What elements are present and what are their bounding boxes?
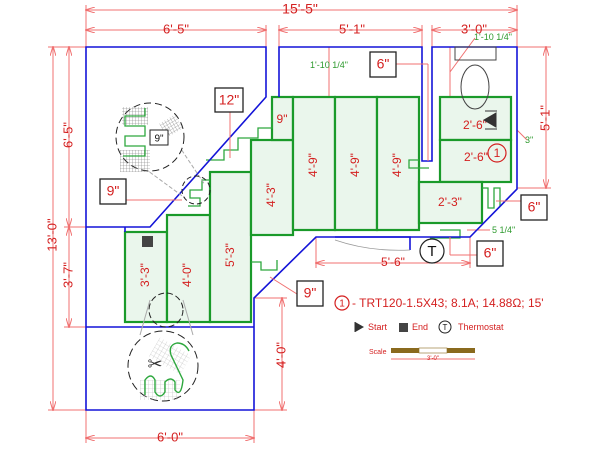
- dim-right-height: 5'-1": [537, 105, 552, 131]
- dimension-labels: 15'-5" 6'-5" 5'-1" 3'-0" 13'-0" 6'-5" 3'…: [44, 1, 552, 445]
- callout-text: 9": [107, 183, 120, 199]
- walls: [85, 46, 518, 411]
- callouts: 12" 9" 6" 6" 6" 9": [99, 51, 548, 307]
- mat-label: 4'-3": [264, 183, 278, 207]
- dim-left-width: 6'-5": [163, 21, 189, 36]
- mat-4-9-b[interactable]: [333, 95, 379, 232]
- detail-circle-bottom: ✂: [127, 292, 199, 402]
- mat-4-9-a[interactable]: [291, 95, 337, 232]
- callout-text: 9": [304, 285, 317, 301]
- dim-right-width: 3'-0": [461, 21, 487, 36]
- mat-label: 4'-9": [348, 153, 362, 177]
- mat-4-0[interactable]: [165, 213, 212, 324]
- dim-left-upper-height: 6'-5": [60, 122, 75, 148]
- callout-box: [476, 240, 504, 267]
- dim-left-height-total: 13'-0": [44, 218, 59, 252]
- legend-thermostat-icon: [438, 320, 452, 334]
- callout-box: [214, 87, 244, 113]
- dim-hall-width: 5'-6": [381, 255, 405, 269]
- dim-left-lower-height: 3'-7": [60, 262, 75, 288]
- callout-text: 6": [377, 56, 390, 72]
- mat-label: 4'-9": [390, 153, 404, 177]
- legend-start-label: Start: [368, 322, 388, 332]
- scale-label: Scale: [369, 349, 387, 356]
- mat-number: 1: [494, 146, 501, 160]
- mat-label: 2'-6": [464, 150, 488, 164]
- clearance-middle-top: 1'-10 1/4": [310, 60, 348, 70]
- svg-text:1: 1: [339, 299, 345, 310]
- clearance-hall-edge: 5 1/4": [492, 225, 515, 235]
- legend-end-icon: [399, 323, 408, 332]
- dim-bottom-width: 6'-0": [157, 429, 183, 444]
- legend-item-text: - TRT120-1.5X43; 8.1A; 14.88Ω; 15': [352, 296, 544, 310]
- scale-value: 3'-0": [427, 356, 439, 362]
- mat-label: 3'-3": [138, 263, 152, 287]
- legend-end-label: End: [412, 322, 428, 332]
- legend: 1 - TRT120-1.5X43; 8.1A; 14.88Ω; 15' Sta…: [334, 295, 544, 362]
- dim-bottom-height: 4'-0": [273, 342, 288, 368]
- end-icon: [142, 236, 153, 247]
- callout-box: [369, 51, 397, 78]
- scale-bar: [391, 348, 419, 353]
- detail-circle-top: 9": [115, 102, 211, 205]
- svg-text:T: T: [427, 243, 436, 260]
- toilet-icon: [454, 46, 497, 110]
- dim-total-width: 15'-5": [282, 1, 318, 17]
- svg-text:T: T: [443, 323, 448, 332]
- legend-start-icon: [354, 322, 365, 332]
- callout-box: [520, 194, 548, 221]
- callout-text: 6": [528, 199, 541, 215]
- thermostat-icon: T: [419, 238, 445, 264]
- mat-label: 2'-3": [438, 195, 462, 209]
- scissors-icon: ✂: [147, 354, 162, 374]
- mat-2-6-a[interactable]: [438, 95, 513, 142]
- mat-5-3[interactable]: [208, 170, 253, 324]
- callout-text: 6": [484, 245, 497, 261]
- mat-label: 9": [277, 112, 288, 126]
- heating-mats: 3'-3" 4'-0" 5'-3" 4'-3" 9" 4'-9" 4'-9" 4…: [123, 95, 513, 324]
- clearance-right-side: 3": [525, 135, 533, 145]
- mat-2-3[interactable]: [417, 180, 484, 225]
- callout-box: [99, 178, 127, 205]
- dimension-lines: [48, 5, 551, 443]
- clearance-right-top: 1'-10 1/4": [474, 32, 512, 42]
- start-icon: [483, 110, 497, 130]
- mat-4-9-c[interactable]: [375, 95, 421, 232]
- svg-text:9": 9": [154, 134, 164, 145]
- mat-label: 2'-6": [463, 118, 487, 132]
- legend-thermostat-label: Thermostat: [458, 322, 504, 332]
- mat-label: 4'-0": [180, 263, 194, 287]
- item-number-icon: [334, 295, 350, 311]
- dim-middle-width: 5'-1": [339, 21, 365, 36]
- callout-text: 12": [219, 92, 240, 108]
- callout-box: [296, 280, 324, 307]
- mat-label: 4'-9": [306, 153, 320, 177]
- mat-label: 5'-3": [223, 243, 237, 267]
- mat-number-icon: [487, 143, 507, 163]
